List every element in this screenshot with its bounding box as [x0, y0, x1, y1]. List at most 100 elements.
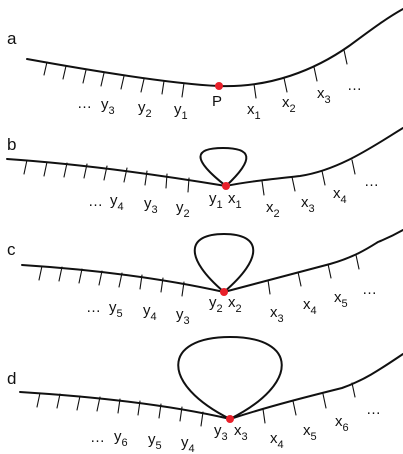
label-p: P — [212, 93, 222, 110]
panel-d-letter: d — [7, 369, 16, 388]
tick — [160, 277, 164, 293]
label-y1: y1 — [174, 101, 188, 122]
panel-c-left-ellipsis: … — [86, 299, 101, 316]
tick — [117, 398, 121, 414]
tick — [283, 77, 288, 93]
tick — [343, 49, 348, 65]
label-y4: y4 — [110, 192, 124, 213]
tick — [140, 78, 145, 93]
label-y2: y2 — [209, 294, 223, 315]
tick — [181, 281, 185, 297]
panel-b-left-ellipsis: … — [88, 193, 103, 210]
tick — [58, 266, 63, 282]
tick — [158, 403, 162, 419]
tick — [118, 272, 123, 288]
label-y4: y4 — [181, 434, 195, 454]
panel-d-right-ellipsis: … — [366, 401, 381, 418]
label-y3: y3 — [214, 422, 228, 443]
junction-dot — [220, 288, 228, 296]
label-y5: y5 — [109, 299, 123, 320]
label-x3: x3 — [270, 304, 284, 325]
tick — [62, 65, 67, 80]
panel-d-curve — [19, 353, 403, 420]
tick — [144, 170, 148, 186]
tick — [98, 270, 103, 286]
tick — [351, 382, 356, 398]
panel-a-right-ellipsis: … — [347, 77, 362, 94]
tick — [187, 177, 190, 193]
panel-c-right-ellipsis: … — [362, 281, 377, 298]
label-x5: x5 — [303, 422, 317, 443]
tick — [297, 271, 302, 287]
panel-c-loop — [193, 233, 255, 293]
tick — [82, 69, 87, 84]
tick — [292, 400, 297, 416]
tick — [23, 159, 28, 175]
label-x3: x3 — [301, 194, 315, 215]
tick — [161, 80, 165, 95]
panel-d-loop — [177, 336, 283, 420]
panel-c: c … y5 y4 y3 y2 x2 x3 x4 x5 … — [7, 229, 403, 327]
label-y2: y2 — [138, 99, 152, 120]
panel-b: b … y4 y3 y2 y1 x1 x2 x3 x4 … — [6, 127, 403, 220]
tick — [120, 75, 125, 90]
label-x5: x5 — [334, 289, 348, 310]
junction-dot — [222, 182, 230, 190]
label-x3: x3 — [317, 85, 331, 106]
tick — [321, 170, 326, 186]
panel-c-letter: c — [7, 240, 16, 259]
tick — [78, 268, 83, 284]
label-y3: y3 — [144, 195, 158, 216]
panel-a-curve — [26, 8, 403, 88]
label-y3: y3 — [176, 306, 190, 327]
tick — [56, 393, 61, 409]
panel-a-letter: a — [7, 29, 17, 48]
panel-b-right-ellipsis: … — [364, 173, 379, 190]
tick — [96, 396, 101, 412]
label-x4: x4 — [333, 185, 347, 206]
tick — [267, 279, 271, 295]
label-y3: y3 — [101, 96, 115, 117]
label-x1: x1 — [228, 190, 242, 211]
tick — [137, 400, 141, 416]
tick — [327, 263, 332, 279]
tick — [100, 72, 105, 87]
label-y2: y2 — [176, 199, 190, 220]
label-x2: x2 — [228, 294, 242, 315]
panel-a: a … y3 y2 y1 P x1 x2 x3 … — [7, 8, 403, 122]
panel-d-ticks — [36, 382, 356, 427]
tick — [351, 159, 356, 175]
label-y1: y1 — [209, 190, 223, 211]
tick — [261, 180, 265, 196]
tick — [253, 83, 257, 99]
panel-d: d … y6 y5 y4 y3 x3 x4 x5 x6 … — [7, 336, 403, 454]
tick — [262, 408, 266, 424]
tick — [200, 411, 204, 427]
panel-c-ticks — [38, 254, 360, 297]
label-x3: x3 — [234, 422, 248, 443]
label-x2: x2 — [266, 199, 280, 220]
panel-b-letter: b — [7, 135, 16, 154]
label-x1: x1 — [247, 101, 261, 122]
label-x6: x6 — [335, 413, 349, 434]
label-y4: y4 — [143, 302, 157, 323]
label-x4: x4 — [270, 430, 284, 451]
label-y5: y5 — [148, 431, 162, 452]
tick — [165, 173, 168, 189]
tick — [313, 66, 318, 82]
point-p-dot — [215, 82, 223, 90]
tick — [139, 274, 143, 290]
panel-b-loop — [199, 147, 248, 187]
tick — [38, 265, 43, 281]
tick — [291, 176, 296, 192]
tick — [36, 392, 41, 408]
panel-c-curve — [21, 229, 403, 293]
tick — [181, 82, 185, 98]
label-x2: x2 — [282, 94, 296, 115]
label-x4: x4 — [303, 296, 317, 317]
tick — [63, 162, 68, 178]
tick — [43, 61, 48, 76]
tick — [43, 161, 48, 177]
